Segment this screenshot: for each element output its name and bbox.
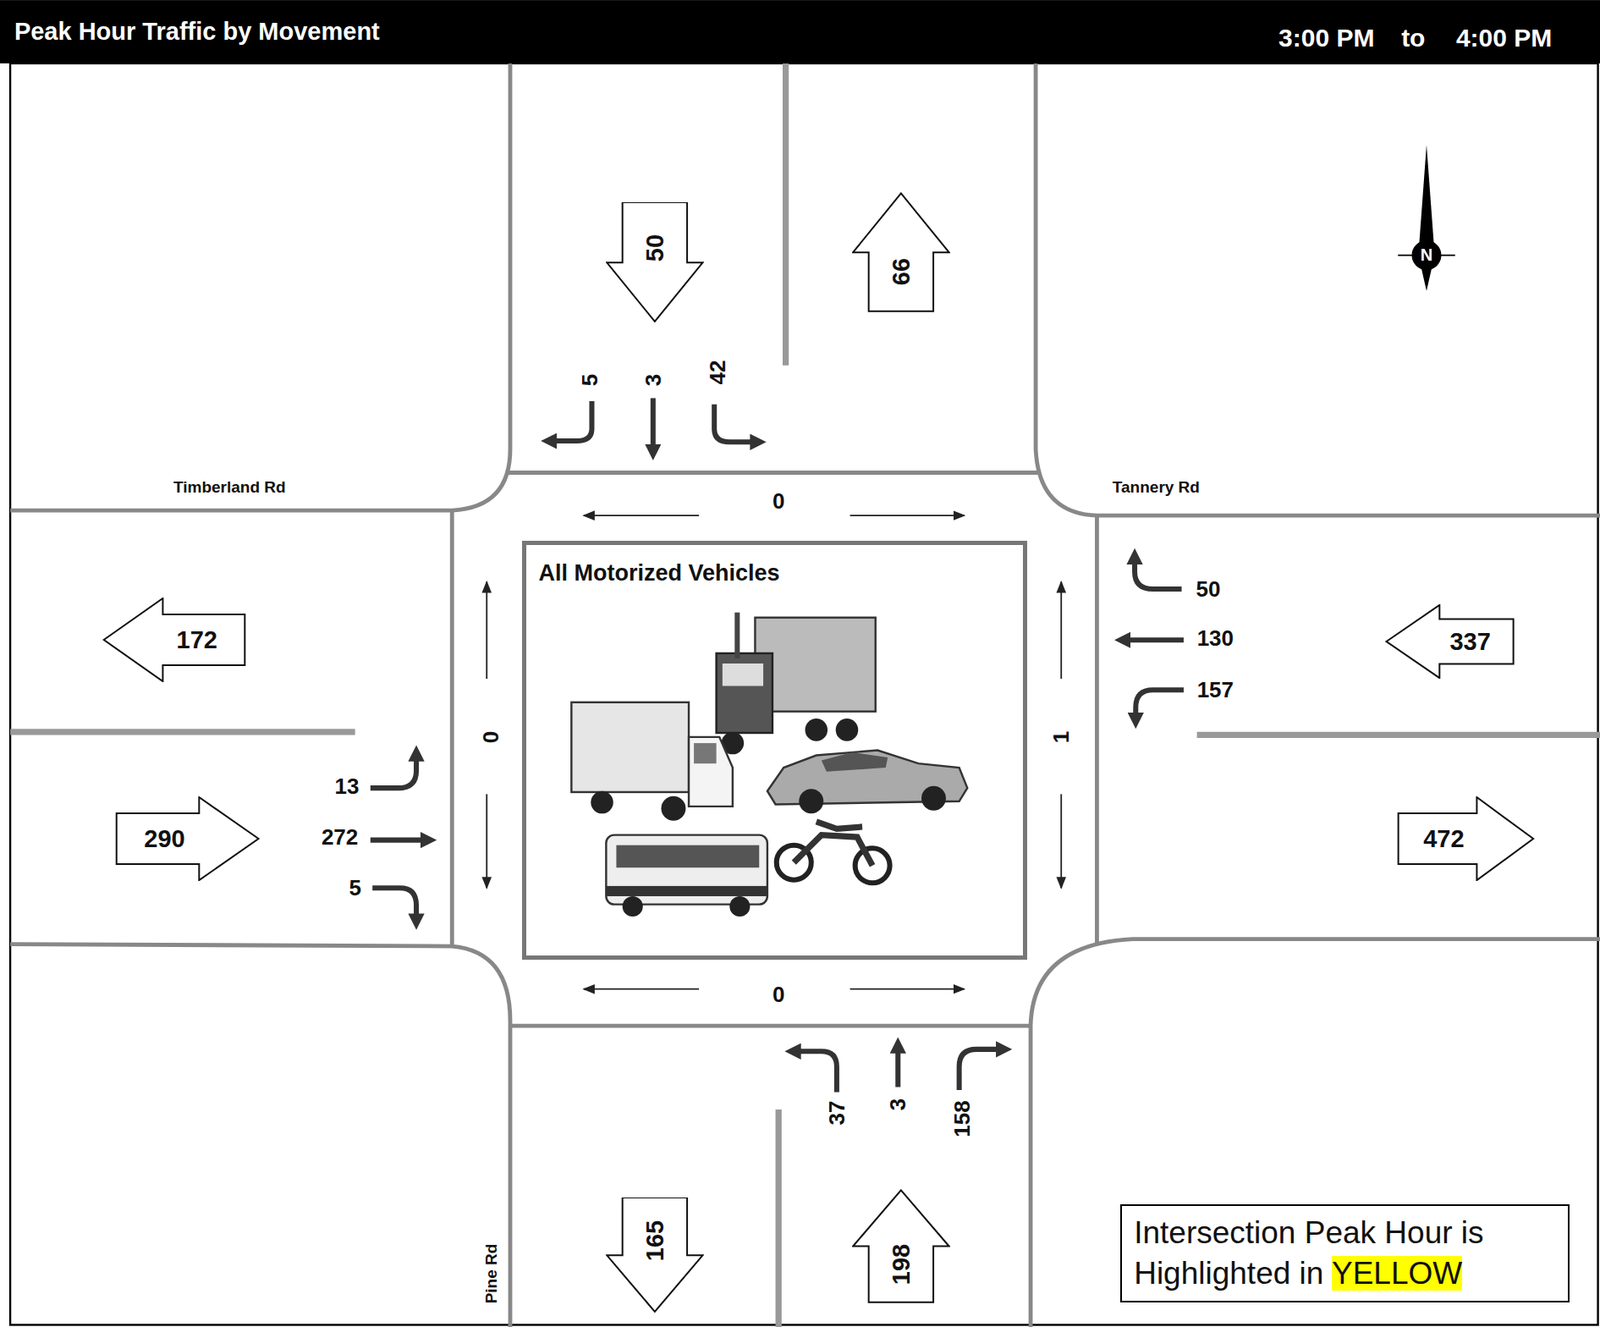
arrow-outline bbox=[102, 597, 247, 682]
time-label: 4:00 PM bbox=[1456, 25, 1552, 51]
compass-letter: N bbox=[1420, 246, 1433, 264]
curbs bbox=[10, 63, 1600, 1327]
volume-number: 172 bbox=[176, 626, 218, 652]
highlight-word: YELLOW bbox=[1331, 1255, 1463, 1291]
legend-box: Intersection Peak Hour is Highlighted in… bbox=[1120, 1204, 1570, 1303]
volume-number: 337 bbox=[1449, 628, 1491, 654]
volume-number: 50 bbox=[643, 234, 668, 262]
volume-number: 198 bbox=[888, 1243, 913, 1285]
street-name: Tannery Rd bbox=[1112, 478, 1200, 495]
movement-count: 157 bbox=[1197, 678, 1234, 701]
volume-number: 66 bbox=[888, 257, 913, 285]
pedestrian-count: 1 bbox=[1050, 730, 1073, 743]
volume-arrow: 165 bbox=[605, 1197, 704, 1313]
pedestrian-arrows bbox=[486, 515, 1062, 990]
movement-count: 3 bbox=[642, 373, 665, 385]
volume-arrow: 198 bbox=[852, 1188, 951, 1304]
arrow-outline bbox=[115, 796, 260, 881]
vehicle-illustration bbox=[571, 612, 968, 917]
street-name: Timberland Rd bbox=[173, 478, 286, 495]
movement-count: 5 bbox=[348, 876, 361, 899]
time-label: to bbox=[1401, 25, 1425, 51]
vehicle-class-box: All Motorized Vehicles bbox=[522, 540, 1028, 959]
movement-count: 158 bbox=[951, 1099, 974, 1137]
volume-arrow: 337 bbox=[1385, 604, 1515, 679]
volume-arrow: 472 bbox=[1396, 796, 1535, 881]
compass bbox=[1397, 144, 1456, 291]
volume-arrow: 66 bbox=[852, 192, 951, 313]
volume-number: 165 bbox=[643, 1220, 668, 1261]
volume-arrow: 50 bbox=[605, 202, 704, 323]
movement-count: 13 bbox=[335, 775, 360, 798]
movement-count: 272 bbox=[321, 825, 358, 848]
movement-count: 5 bbox=[578, 373, 601, 385]
volume-arrow: 290 bbox=[115, 796, 260, 881]
street-name: Pine Rd bbox=[483, 1243, 500, 1304]
frame bbox=[10, 63, 1599, 1326]
box-heading: All Motorized Vehicles bbox=[538, 561, 780, 585]
header-bar bbox=[0, 0, 1600, 64]
pedestrian-count: 0 bbox=[479, 730, 502, 743]
medians bbox=[10, 63, 1600, 1327]
pedestrian-count: 0 bbox=[772, 489, 785, 512]
volume-arrow: 172 bbox=[102, 597, 247, 682]
pedestrian-count: 0 bbox=[772, 983, 785, 1006]
arrow-outline bbox=[852, 192, 951, 313]
movement-arrows bbox=[370, 397, 1184, 1092]
movement-count: 50 bbox=[1195, 577, 1221, 600]
arrow-outline bbox=[605, 202, 704, 323]
arrow-outline bbox=[1385, 604, 1515, 679]
title: Peak Hour Traffic by Movement bbox=[14, 19, 380, 44]
movement-count: 42 bbox=[706, 360, 729, 385]
arrow-outline bbox=[1396, 796, 1535, 881]
volume-number: 472 bbox=[1423, 825, 1464, 851]
time-label: 3:00 PM bbox=[1278, 25, 1375, 51]
movement-count: 130 bbox=[1197, 626, 1234, 649]
movement-count: 37 bbox=[825, 1099, 848, 1125]
movement-count: 3 bbox=[886, 1098, 909, 1111]
volume-number: 290 bbox=[143, 825, 185, 851]
